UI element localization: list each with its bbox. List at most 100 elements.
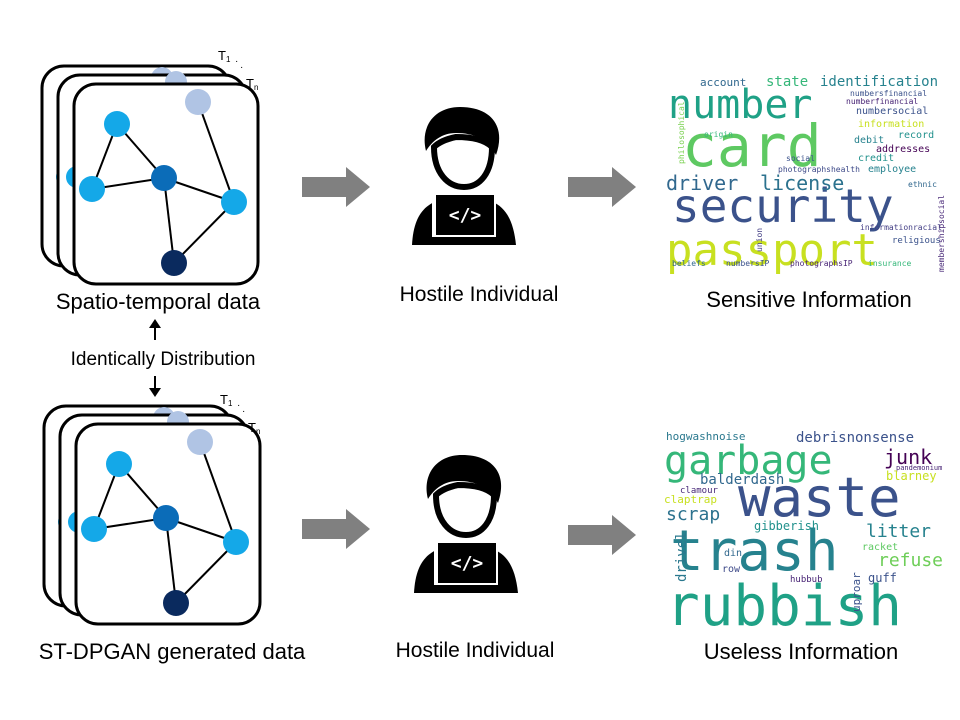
cloud-word: addresses: [876, 144, 930, 155]
code-symbol: </>: [451, 553, 484, 574]
cloud-word: guff: [868, 571, 897, 585]
cloud-word: insurance: [868, 259, 912, 268]
cloud-word: numbersfinancial: [850, 89, 927, 98]
graph-node: [106, 451, 132, 477]
distribution-relation: [149, 319, 161, 397]
time-label-last: Tn: [246, 76, 258, 92]
hair: [424, 107, 500, 155]
time-ellipsis: ·: [242, 406, 245, 417]
graph-node: [185, 89, 211, 115]
cloud-word: identification: [820, 74, 938, 90]
cloud-word: hubbub: [790, 575, 823, 585]
graph-node: [81, 516, 107, 542]
right-arrow-icon: [302, 509, 370, 549]
distribution-label: Identically Distribution: [71, 349, 256, 370]
arrow-data-to-attacker-bottom: [302, 509, 370, 549]
graph-node: [163, 590, 189, 616]
time-label-last: Tn: [248, 420, 260, 436]
cloud-word: photographsIP: [790, 259, 853, 268]
right-arrow-icon: [568, 515, 636, 555]
hacker-laptop-icon: </>: [412, 107, 516, 245]
face-outline: [432, 481, 498, 539]
cloud-word: debit: [854, 135, 884, 146]
cloud-word: philosophical: [677, 101, 686, 164]
graph-node: [79, 176, 105, 202]
cloud-word: trash: [670, 519, 839, 584]
cloud-word: blarney: [886, 469, 937, 483]
cloud-word: employee: [868, 164, 916, 175]
cloud-word: photographshealth: [778, 165, 860, 174]
cloud-word: balderdash: [700, 472, 784, 488]
sensitive-caption: Sensitive Information: [706, 287, 911, 312]
cloud-word: refuse: [878, 550, 943, 571]
cloud-word: rubbish: [666, 574, 902, 639]
graph-node: [221, 189, 247, 215]
graph-node: [187, 429, 213, 455]
cloud-word: litter: [866, 521, 931, 542]
arrow-attacker-to-result-top: [568, 167, 636, 207]
bottom-data-caption: ST-DPGAN generated data: [39, 639, 306, 664]
cloud-word: ethnic: [908, 180, 937, 189]
useless-word-cloud: garbage waste trash rubbish hogwashnoise…: [664, 430, 943, 639]
useless-caption: Useless Information: [704, 639, 898, 664]
time-ellipsis: ·: [240, 62, 243, 73]
top-data-caption: Spatio-temporal data: [56, 289, 261, 314]
cloud-word: debrisnonsense: [796, 430, 914, 446]
time-ellipsis: ·: [237, 400, 240, 411]
up-arrow-icon: [149, 319, 161, 328]
graph-node: [104, 111, 130, 137]
time-ellipsis: ·: [235, 56, 238, 67]
cloud-word: license: [760, 171, 844, 195]
time-label-first: T1: [220, 392, 233, 408]
hacker-laptop-icon: </>: [414, 455, 518, 593]
arrow-attacker-to-result-bottom: [568, 515, 636, 555]
bottom-graph-stack: T1 · · Tn: [42, 392, 262, 626]
cloud-word: uproar: [850, 572, 863, 612]
top-graph-stack: T1 · · Tn: [40, 48, 260, 286]
face-outline: [430, 133, 496, 191]
cloud-word: numbersIP: [726, 259, 770, 268]
cloud-word: beliefs: [672, 259, 706, 268]
cloud-word: state: [766, 74, 808, 90]
time-label-first: T1: [218, 48, 231, 64]
cloud-word: origin: [704, 130, 733, 139]
arrow-data-to-attacker-top: [302, 167, 370, 207]
right-arrow-icon: [302, 167, 370, 207]
right-arrow-icon: [568, 167, 636, 207]
cloud-word: gibberish: [754, 519, 819, 533]
cloud-word: security: [672, 179, 894, 233]
cloud-word: credit: [858, 153, 894, 164]
graph-node: [151, 165, 177, 191]
top-attacker-caption: Hostile Individual: [400, 283, 559, 306]
cloud-word: drivel: [674, 531, 690, 582]
bottom-attacker-caption: Hostile Individual: [396, 639, 555, 662]
cloud-word: membershipsocial: [937, 195, 946, 272]
cloud-word: information: [858, 119, 924, 130]
cloud-word: account: [700, 76, 746, 89]
laptop-screen: [436, 195, 494, 235]
graph-node: [161, 250, 187, 276]
cloud-word: social: [786, 154, 815, 163]
cloud-word: record: [898, 130, 934, 141]
cloud-word: hogwashnoise: [666, 430, 745, 443]
cloud-word: pandemonium: [896, 464, 942, 472]
cloud-word: numbersocial: [856, 106, 928, 117]
cloud-word: claptrap: [664, 493, 717, 506]
laptop-base: [418, 237, 514, 245]
cloud-word: passport: [666, 225, 878, 276]
cloud-word: religious: [892, 236, 941, 246]
cloud-word: driver: [666, 171, 738, 195]
cloud-word: informationracial: [860, 223, 942, 232]
down-arrow-icon: [149, 388, 161, 397]
laptop-screen: [438, 543, 496, 583]
cloud-word: din: [724, 548, 742, 559]
cloud-word: garbage: [664, 438, 833, 484]
cloud-word: scrap: [666, 504, 720, 525]
code-symbol: </>: [449, 205, 482, 226]
cloud-word: racket: [862, 542, 898, 553]
laptop-base: [420, 585, 516, 593]
graph-node: [153, 505, 179, 531]
graph-node: [223, 529, 249, 555]
sensitive-word-cloud: number card security passport driver lic…: [666, 74, 946, 276]
